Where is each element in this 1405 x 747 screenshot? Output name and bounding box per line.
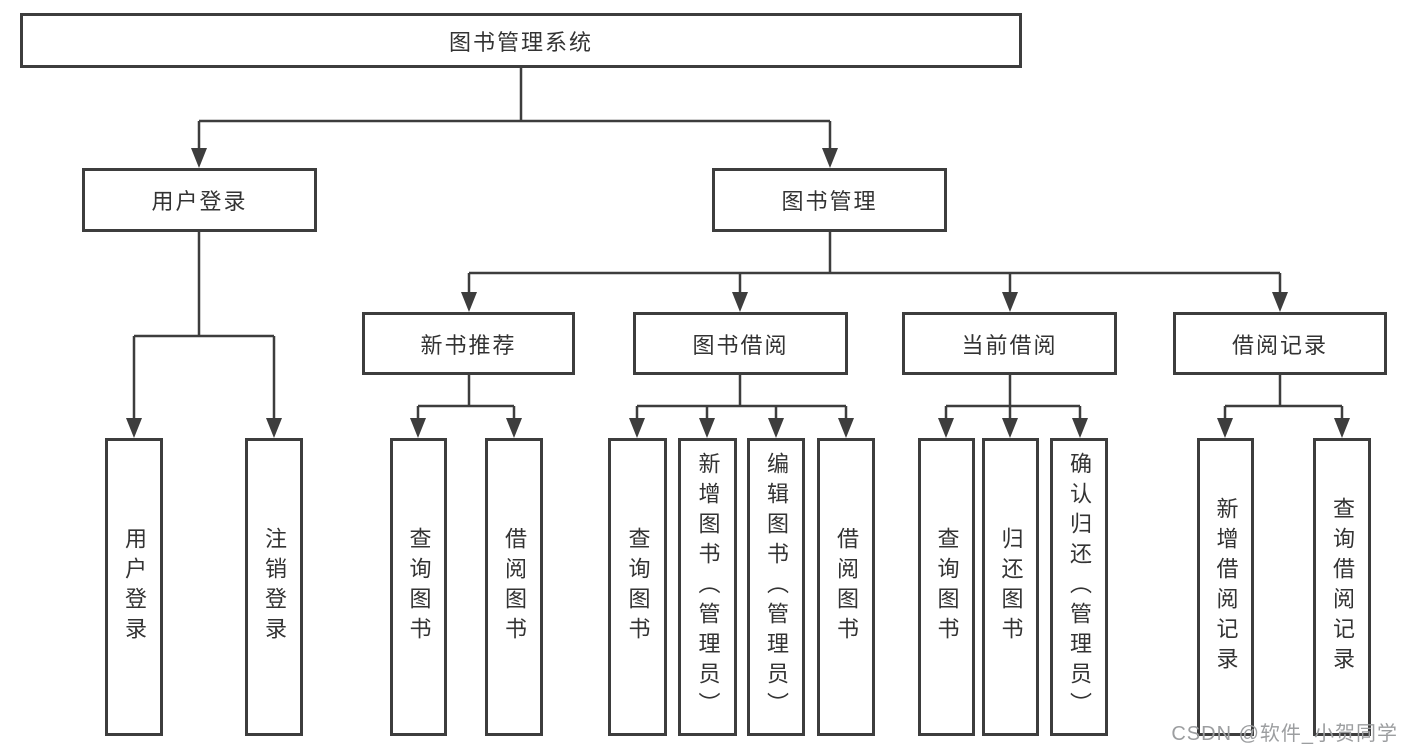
leaf-current-query-books: 查询图书 bbox=[918, 438, 975, 736]
leaf-borrowing-query-books: 查询图书 bbox=[608, 438, 667, 736]
node-current-borrowing: 当前借阅 bbox=[902, 312, 1117, 375]
leaf-current-confirm-return-admin: 确认归还（管理员） bbox=[1050, 438, 1108, 736]
leaf-user-login: 用户登录 bbox=[105, 438, 163, 736]
node-borrowing-records: 借阅记录 bbox=[1173, 312, 1387, 375]
leaf-current-return-books: 归还图书 bbox=[982, 438, 1039, 736]
leaf-logout: 注销登录 bbox=[245, 438, 303, 736]
leaf-borrowing-edit-books-admin-label: 编辑图书（管理员） bbox=[764, 452, 789, 722]
leaf-borrowing-query-books-label: 查询图书 bbox=[625, 527, 651, 647]
leaf-newbooks-query-books: 查询图书 bbox=[390, 438, 447, 736]
leaf-records-query-record: 查询借阅记录 bbox=[1313, 438, 1371, 736]
node-library-system: 图书管理系统 bbox=[20, 13, 1022, 68]
node-new-book-recommend: 新书推荐 bbox=[362, 312, 575, 375]
watermark-text: CSDN @软件_小贺同学 bbox=[1171, 723, 1398, 745]
node-user-login: 用户登录 bbox=[82, 168, 317, 232]
leaf-current-confirm-return-admin-label: 确认归还（管理员） bbox=[1067, 452, 1092, 722]
leaf-current-query-books-label: 查询图书 bbox=[934, 527, 960, 647]
leaf-current-return-books-label: 归还图书 bbox=[998, 527, 1024, 647]
leaf-newbooks-query-books-label: 查询图书 bbox=[406, 527, 432, 647]
leaf-borrowing-borrow-books: 借阅图书 bbox=[817, 438, 875, 736]
leaf-records-add-record-label: 新增借阅记录 bbox=[1213, 497, 1239, 677]
node-book-borrowing: 图书借阅 bbox=[633, 312, 848, 375]
leaf-logout-label: 注销登录 bbox=[262, 527, 287, 647]
leaf-borrowing-edit-books-admin: 编辑图书（管理员） bbox=[747, 438, 805, 736]
leaf-newbooks-borrow-books: 借阅图书 bbox=[485, 438, 543, 736]
leaf-borrowing-add-books-admin-label: 新增图书（管理员） bbox=[695, 452, 721, 722]
leaf-borrowing-borrow-books-label: 借阅图书 bbox=[834, 527, 859, 647]
leaf-newbooks-borrow-books-label: 借阅图书 bbox=[502, 527, 527, 647]
leaf-records-query-record-label: 查询借阅记录 bbox=[1330, 497, 1355, 677]
leaf-user-login-label: 用户登录 bbox=[122, 527, 147, 647]
leaf-records-add-record: 新增借阅记录 bbox=[1197, 438, 1254, 736]
leaf-borrowing-add-books-admin: 新增图书（管理员） bbox=[678, 438, 737, 736]
node-book-management: 图书管理 bbox=[712, 168, 947, 232]
